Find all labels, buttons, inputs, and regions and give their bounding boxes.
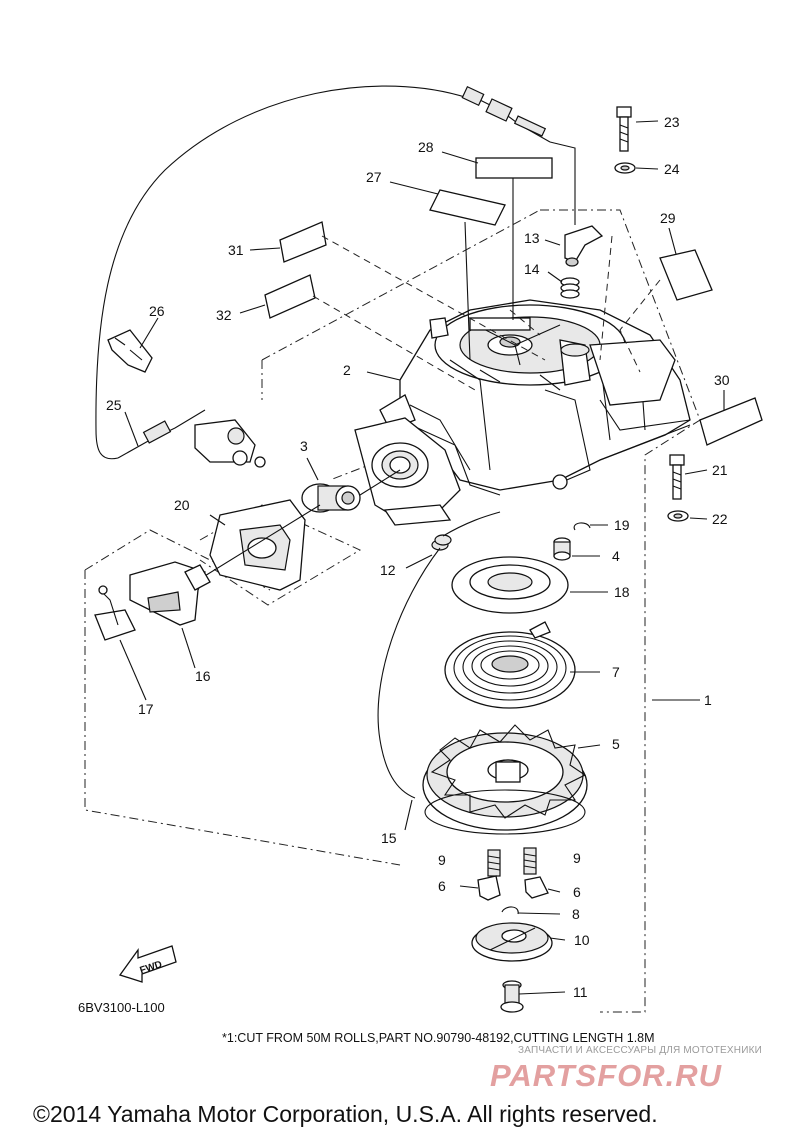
clip-8 [501,906,519,915]
neutral-switch-cable [117,409,266,468]
grip-clip [94,585,136,641]
callout-6-left: 6 [438,878,446,894]
label-32 [264,274,316,319]
throttle-cable [95,85,469,460]
callout-23: 23 [664,114,680,130]
callout-14: 14 [524,261,540,277]
callout-17: 17 [138,701,154,717]
callout-28: 28 [418,139,434,155]
callout-32: 32 [216,307,232,323]
cable-ferrule [461,85,485,107]
cable-spring [513,115,547,137]
callout-10: 10 [574,932,590,948]
collar-4 [553,537,571,561]
diagram-code: 6BV3100-L100 [78,1000,165,1015]
pawl-6-right [524,876,549,899]
bolt-21 [669,454,685,500]
rope-leader [442,511,501,537]
rope-end-12 [431,534,452,551]
starter-rope [194,469,401,583]
cable-end-fitting [469,94,576,225]
label-30 [699,397,763,446]
label-29 [659,249,713,301]
callout-12: 12 [380,562,396,578]
bolt-23 [616,106,632,152]
bolt-11 [500,980,524,1013]
starter-grip-handle [129,561,211,626]
cable-clamp [107,329,153,373]
callout-27: 27 [366,169,382,185]
lock-lever [564,225,604,267]
callout-15: 15 [381,830,397,846]
clip-19 [573,522,591,531]
starter-rope-15 [377,547,441,799]
callout-20: 20 [174,497,190,513]
callout-25: 25 [106,397,122,413]
callout-26: 26 [149,303,165,319]
callout-31: 31 [228,242,244,258]
rope-guide-assembly [354,417,461,526]
callout-18: 18 [614,584,630,600]
assembly-boundary [261,209,701,1013]
lever-spring [560,277,580,299]
label-28 [475,157,553,179]
callout-4: 4 [612,548,620,564]
label-31 [279,221,327,263]
callout-9-right: 9 [573,850,581,866]
callout-9-left: 9 [438,852,446,868]
callout-21: 21 [712,462,728,478]
drive-plate-10 [471,922,553,962]
callout-16: 16 [195,668,211,684]
callout-3: 3 [300,438,308,454]
callout-8: 8 [572,906,580,922]
spiral-spring-7 [444,621,576,709]
leader-lines [119,120,725,995]
callout-6-right: 6 [573,884,581,900]
rope-bushing [301,483,361,513]
callout-22: 22 [712,511,728,527]
cut-length-footnote: *1:CUT FROM 50M ROLLS,PART NO.90790-4819… [222,1031,655,1045]
callout-11: 11 [573,984,588,1000]
callout-19: 19 [614,517,630,533]
callout-5: 5 [612,736,620,752]
grommet-seal [209,499,306,591]
washer-22-hole [673,513,683,519]
callout-1: 1 [704,692,712,708]
pawl-6-left [477,875,501,901]
spring-9-right [523,847,537,875]
spring-9-left [487,849,501,877]
watermark-logo: PARTSFOR.RU [490,1058,723,1093]
callout-2: 2 [343,362,351,378]
seal-boundary [199,504,362,606]
callout-30: 30 [714,372,730,388]
copyright-notice: ©2014 Yamaha Motor Corporation, U.S.A. A… [33,1101,658,1127]
sheave-drum-5 [422,724,588,835]
callout-24: 24 [664,161,680,177]
label-27 [429,189,506,226]
callout-7: 7 [612,664,620,680]
watermark-tagline: ЗАПЧАСТИ И АКСЕССУАРЫ ДЛЯ МОТОТЕХНИКИ [518,1045,763,1056]
starter-housing [379,299,691,496]
plate-18 [451,556,569,614]
callout-29: 29 [660,210,676,226]
callouts: 1 2 3 4 5 6 6 7 8 9 9 10 11 12 13 14 15 … [106,114,730,1000]
fwd-arrow-icon: FWD [118,945,177,983]
cable-adjuster [485,98,513,122]
callout-13: 13 [524,230,540,246]
washer-24-hole [620,165,630,171]
